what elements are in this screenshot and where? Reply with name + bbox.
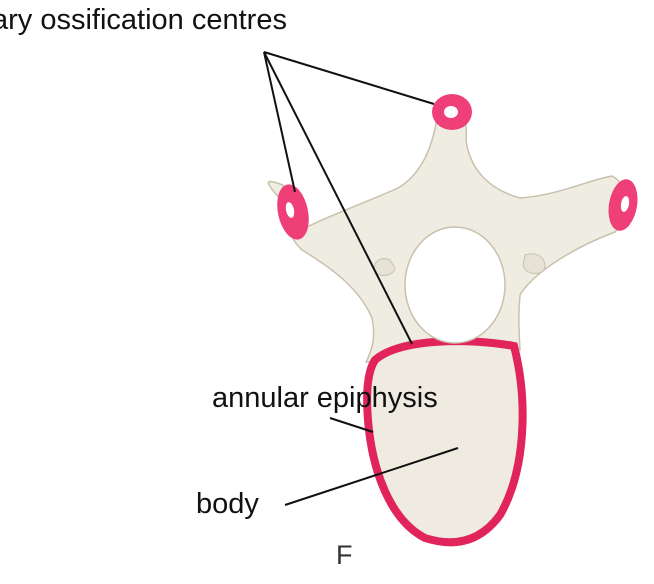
body-label: body (196, 488, 259, 521)
leader-line-transverse (264, 52, 295, 192)
leader-line-spinous (264, 52, 434, 104)
ossification-centres-label: ary ossification centres (0, 4, 287, 37)
vertebral-foramen (405, 227, 505, 343)
ossification-centre-spinous (432, 94, 472, 130)
figure-letter: F (336, 540, 353, 571)
annular-epiphysis-label: annular epiphysis (212, 382, 438, 415)
vertebral-body (367, 341, 522, 542)
